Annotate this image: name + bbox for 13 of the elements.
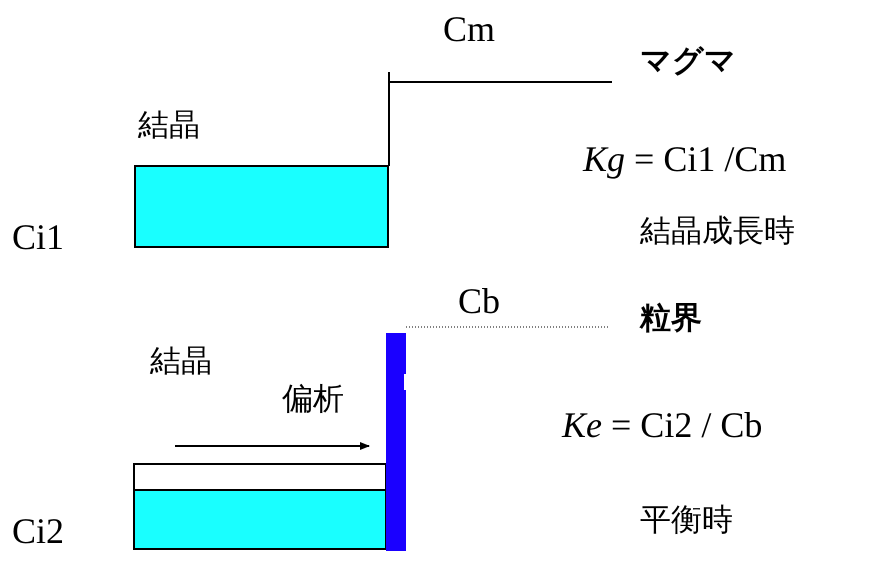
value-label: Cm bbox=[443, 10, 496, 50]
condition-label: 平衡時 bbox=[640, 503, 733, 538]
formula: Ke = Ci2 / Cb bbox=[562, 406, 762, 446]
process-label: 偏析 bbox=[282, 382, 344, 416]
condition-label: 結晶成長時 bbox=[640, 214, 795, 248]
region-label: 結晶 bbox=[138, 108, 200, 142]
region-label: 粒界 bbox=[640, 301, 702, 336]
value-label: Ci1 bbox=[12, 218, 64, 258]
region-label: 結晶 bbox=[150, 344, 212, 378]
value-label: Ci2 bbox=[12, 512, 64, 552]
formula: Kg = Ci1 /Cm bbox=[583, 140, 786, 180]
value-label: Cb bbox=[458, 282, 500, 322]
region-label: マグマ bbox=[640, 44, 736, 78]
